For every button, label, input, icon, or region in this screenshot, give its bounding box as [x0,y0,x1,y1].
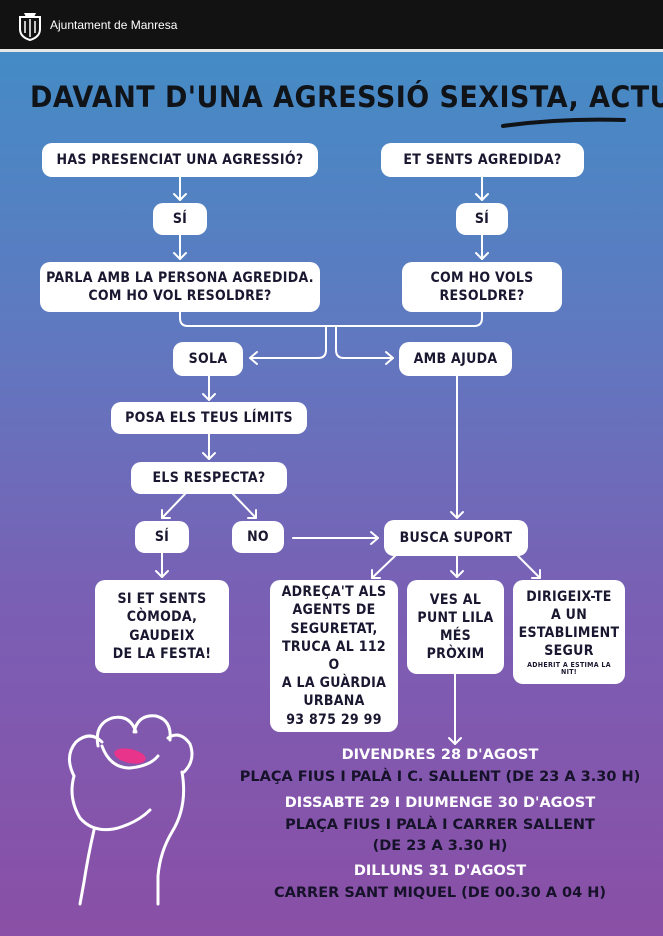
schedule-day-1: DIVENDRES 28 D'AGOST [341,747,539,763]
header-bar: Ajuntament de Manresa [0,0,663,52]
talk-to-victim-line-2: COM HO VOL RESOLDRE? [88,288,272,304]
page-title: DAVANT D'UNA AGRESSIÓ SEXISTA, ACTUA! [30,80,663,114]
question-witnessed: HAS PRESENCIAT UNA AGRESSIÓ? [42,143,318,177]
option-alone-text: SOLA [188,350,228,367]
safe-place-line-2: A UN [550,606,588,623]
how-to-resolve: COM HO VOLS RESOLDRE? [402,262,562,312]
enjoy-line-4: DE LA FESTA! [112,645,212,662]
agents-line-2: AGENTS DE [292,602,376,619]
answer-yes-left-text: SÍ [172,210,188,227]
schedule-day-3: DILLUNS 31 D'AGOST [353,863,527,879]
enjoy-party: SI ET SENTS CÒMODA, GAUDEIX DE LA FESTA! [95,580,229,673]
purple-point: VES AL PUNT LILA MÉS PRÒXIM [407,580,504,674]
schedule-line-1: PLAÇA FIUS I PALÀ I C. SALLENT (DE 23 A … [239,769,641,785]
talk-to-victim-line-1: PARLA AMB LA PERSONA AGREDIDA. [46,269,314,286]
talk-to-victim: PARLA AMB LA PERSONA AGREDIDA. COM HO VO… [40,262,320,312]
set-limits: POSA ELS TEUS LÍMITS [111,402,307,434]
seek-support: BUSCA SUPORT [384,520,528,556]
agents-line-4: TRUCA AL 112 O [282,638,386,673]
seek-support-text: BUSCA SUPORT [399,529,513,546]
schedule-line-2b: (DE 23 A 3.30 H) [372,838,508,854]
safe-place: DIRIGEIX-TE A UN ESTABLIMENT SEGUR ADHER… [513,580,625,684]
option-with-help-text: AMB AJUDA [413,350,498,367]
answer-yes-left: SÍ [153,203,207,235]
agents-line-5: A LA GUÀRDIA [281,675,387,692]
agents-line-6: URBANA [303,693,365,710]
answer-no: NO [232,521,284,553]
enjoy-line-1: SI ET SENTS [117,591,207,608]
schedule-line-2a: PLAÇA FIUS I PALÀ I CARRER SALLENT [285,817,595,833]
answer-yes: SÍ [135,521,189,553]
set-limits-text: POSA ELS TEUS LÍMITS [125,409,293,426]
answer-yes-right-text: SÍ [474,210,490,227]
agents-phone: 93 875 29 99 [286,711,382,728]
title-emphasis: ACTUA! [589,80,663,114]
agents-line-3: SEGURETAT, [290,620,378,637]
safe-place-line-3: ESTABLIMENT [518,625,620,641]
enjoy-line-2: CÒMODA, [126,609,198,626]
schedule-day-2: DISSABTE 29 I DIUMENGE 30 D'AGOST [284,795,596,811]
question-victim-text: ET SENTS AGREDIDA? [403,151,562,168]
safe-place-note: ADHERIT A ESTIMA LA NIT! [527,661,611,677]
how-to-resolve-line-1: COM HO VOLS [430,269,534,286]
contact-agents: ADREÇA'T ALS AGENTS DE SEGURETAT, TRUCA … [270,580,398,732]
answer-yes-right: SÍ [456,203,508,235]
title-main: DAVANT D'UNA AGRESSIÓ SEXISTA, [30,80,580,114]
org-name: Ajuntament de Manresa [50,18,178,32]
question-victim: ET SENTS AGREDIDA? [381,143,584,177]
purple-point-line-1: VES AL [429,591,482,608]
safe-place-line-4: SEGUR [544,643,594,660]
raised-fist-icon [68,714,194,906]
schedule-line-3: CARRER SANT MIQUEL (DE 00.30 A 04 H) [274,885,606,901]
purple-point-line-2: PUNT LILA [417,609,494,626]
purple-point-line-3: MÉS [439,628,472,644]
option-with-help: AMB AJUDA [399,342,512,376]
purple-point-line-4: PRÒXIM [426,646,485,663]
municipal-shield-icon [19,13,41,41]
answer-no-text: NO [247,528,269,545]
enjoy-line-3: GAUDEIX [129,627,195,644]
agents-line-1: ADREÇA'T ALS [281,584,387,601]
question-witnessed-text: HAS PRESENCIAT UNA AGRESSIÓ? [56,151,304,168]
question-respects: ELS RESPECTA? [131,462,287,494]
question-respects-text: ELS RESPECTA? [152,469,266,486]
how-to-resolve-line-2: RESOLDRE? [439,288,525,304]
safe-place-line-1: DIRIGEIX-TE [526,588,612,605]
option-alone: SOLA [173,342,243,376]
answer-yes-text: SÍ [154,528,170,545]
